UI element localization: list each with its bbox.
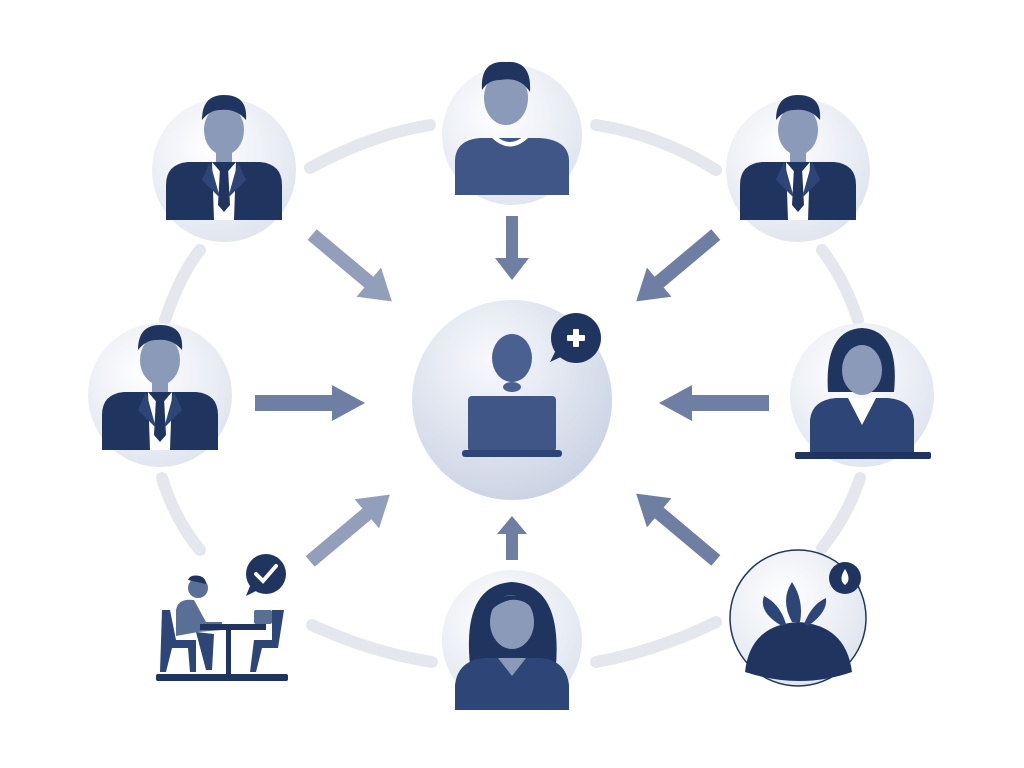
water-drop-icon bbox=[829, 562, 861, 594]
arrow-from-left bbox=[255, 385, 365, 421]
arrow-from-bottom-left bbox=[305, 494, 390, 567]
arrow-from-bottom bbox=[497, 516, 527, 560]
person-working-at-table-icon bbox=[156, 575, 288, 681]
node-right[interactable] bbox=[790, 323, 934, 467]
arrow-from-top-right bbox=[636, 229, 721, 302]
arc-left-lower bbox=[156, 472, 206, 556]
arc-right-upper bbox=[816, 244, 864, 326]
connection-arcs bbox=[156, 119, 866, 668]
node-top-left[interactable] bbox=[152, 95, 296, 242]
person-at-laptop-icon bbox=[462, 334, 562, 457]
node-left[interactable] bbox=[88, 323, 232, 467]
node-bottom[interactable] bbox=[442, 570, 582, 710]
plus-speech-bubble-icon bbox=[550, 313, 601, 363]
arc-top-left bbox=[304, 119, 436, 174]
arrow-from-top-left bbox=[307, 229, 392, 302]
arc-bottom-left bbox=[306, 619, 438, 668]
arc-left-upper bbox=[159, 244, 206, 326]
arc-right-lower bbox=[816, 472, 866, 554]
checkmark-speech-bubble-icon bbox=[246, 554, 286, 596]
node-bottom-left[interactable] bbox=[156, 554, 288, 681]
node-top[interactable] bbox=[442, 61, 582, 205]
person-sweater-icon bbox=[455, 61, 569, 195]
arrow-from-top bbox=[495, 216, 529, 280]
arrow-from-right bbox=[659, 385, 769, 421]
businesswoman-at-desk-icon bbox=[795, 328, 931, 459]
center-node[interactable] bbox=[412, 300, 612, 500]
node-top-right[interactable] bbox=[726, 95, 870, 242]
arc-top-right bbox=[590, 119, 722, 176]
arc-bottom-right bbox=[590, 616, 722, 668]
woman-icon bbox=[455, 582, 569, 710]
arrow-from-bottom-right bbox=[636, 493, 721, 566]
plant-splash-icon bbox=[745, 582, 852, 681]
node-bottom-right[interactable] bbox=[729, 549, 867, 687]
arrows bbox=[255, 216, 769, 567]
